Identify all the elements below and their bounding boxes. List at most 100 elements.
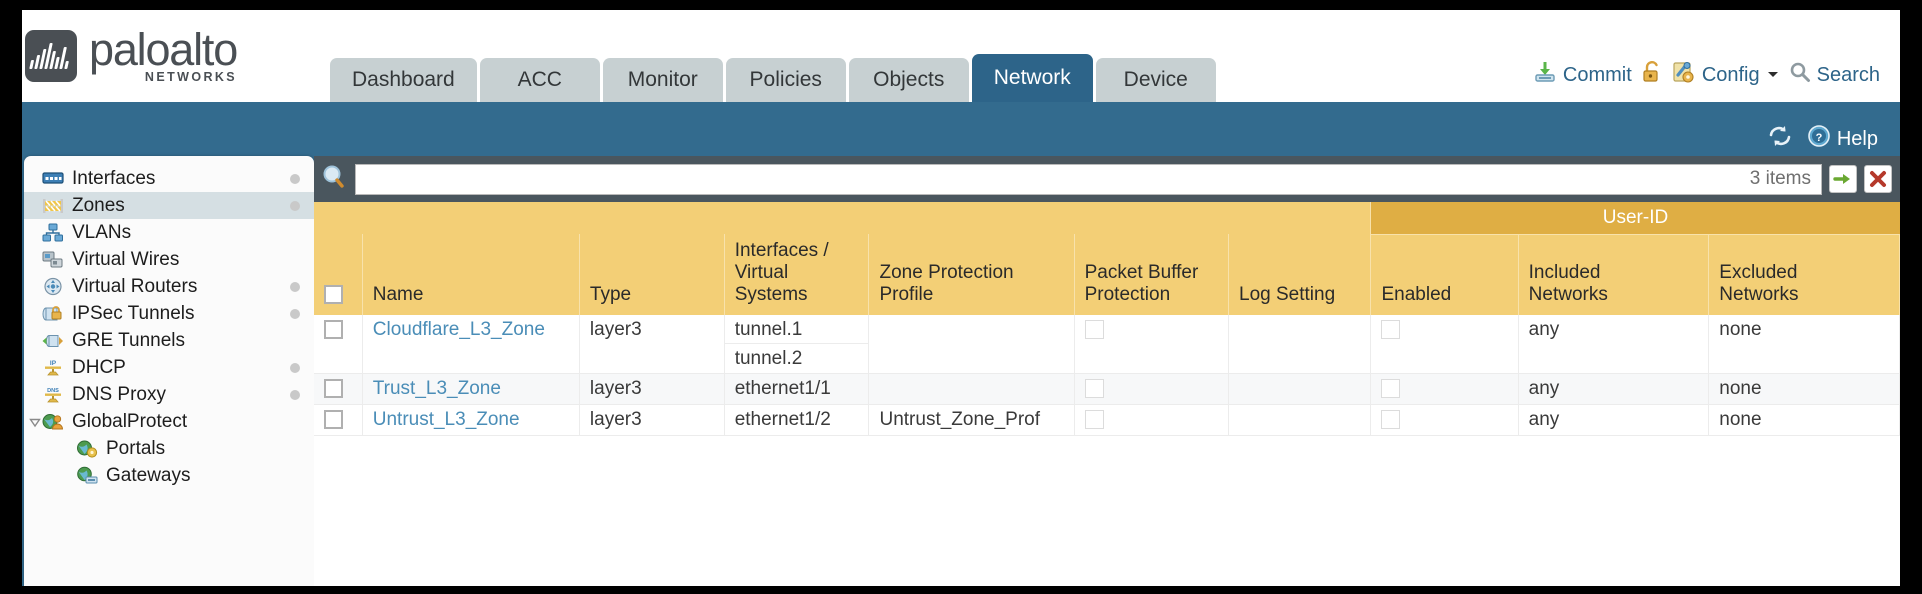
cell-included-networks: any (1518, 373, 1710, 405)
zone-name-link[interactable]: Cloudflare_L3_Zone (372, 319, 545, 340)
packet-buffer-protection-checkbox[interactable] (1084, 410, 1104, 430)
sidebar-item-portals[interactable]: Portals (24, 435, 314, 462)
chevron-down-icon[interactable] (28, 415, 42, 429)
cell-log-setting (1228, 373, 1372, 405)
tab-label: Objects (873, 68, 945, 91)
tab-monitor[interactable]: Monitor (602, 58, 723, 102)
sidebar-item-label: DHCP (72, 356, 126, 378)
lock-button[interactable] (1641, 60, 1663, 90)
ipsec-tunnels-icon (42, 304, 64, 323)
sidebar-item-label: Interfaces (72, 167, 156, 189)
sidebar-item-status-dot (290, 389, 300, 400)
col-header-log-setting[interactable]: Log Setting (1228, 234, 1372, 315)
search-input[interactable]: 3 items (355, 163, 1822, 195)
cell-excluded-networks: none (1708, 373, 1900, 405)
zone-name-link[interactable]: Untrust_L3_Zone (372, 409, 520, 430)
cell-userid-enabled (1370, 404, 1519, 436)
header-actions: Commit (1533, 60, 1880, 90)
vlans-icon (42, 223, 64, 242)
col-header-name[interactable]: Name (362, 234, 580, 315)
cell-zone-protection-profile: Untrust_Zone_Prof (868, 404, 1075, 436)
help-button[interactable]: ? Help (1807, 124, 1878, 154)
gre-tunnels-icon (42, 331, 64, 350)
tab-network[interactable]: Network (971, 54, 1093, 102)
search-icon[interactable] (320, 163, 348, 196)
refresh-button[interactable] (1767, 124, 1793, 154)
sidebar-item-label: Portals (106, 437, 166, 459)
zones-panel: 3 items (314, 156, 1900, 586)
sidebar-item-label: IPSec Tunnels (72, 302, 195, 324)
sidebar-item-globalprotect[interactable]: GlobalProtect (24, 408, 314, 435)
sidebar-item-gre-tunnels[interactable]: GRE Tunnels (24, 327, 314, 354)
packet-buffer-protection-checkbox[interactable] (1084, 320, 1104, 340)
sidebar-item-ipsec-tunnels[interactable]: IPSec Tunnels (24, 300, 314, 327)
group-header-userid: User-ID (1370, 202, 1900, 235)
sidebar-item-label: GRE Tunnels (72, 329, 185, 351)
sidebar-item-gateways[interactable]: Gateways (24, 462, 314, 489)
col-header-enabled[interactable]: Enabled (1370, 234, 1519, 315)
tab-dashboard[interactable]: Dashboard (330, 58, 477, 102)
tab-acc[interactable]: ACC (479, 58, 600, 102)
packet-buffer-protection-checkbox[interactable] (1084, 379, 1104, 399)
cell-userid-enabled (1370, 315, 1519, 374)
sidebar-item-label: Virtual Wires (72, 248, 180, 270)
col-header-type[interactable]: Type (579, 234, 725, 315)
search-button[interactable]: Search (1789, 61, 1880, 89)
apply-filter-button[interactable] (1829, 165, 1857, 193)
tab-objects[interactable]: Objects (848, 58, 969, 102)
row-checkbox[interactable] (324, 379, 343, 399)
row-checkbox[interactable] (324, 410, 343, 430)
sidebar-item-vlans[interactable]: VLANs (24, 219, 314, 246)
userid-enabled-checkbox[interactable] (1381, 410, 1401, 430)
sidebar-item-virtual-wires[interactable]: Virtual Wires (24, 246, 314, 273)
sidebar-item-virtual-routers[interactable]: Virtual Routers (24, 273, 314, 300)
clear-filter-button[interactable] (1864, 165, 1892, 193)
dns-proxy-icon: DNS (42, 385, 64, 404)
cell-name: Untrust_L3_Zone (362, 404, 580, 436)
virtual-routers-icon (42, 277, 64, 296)
zone-name-link[interactable]: Trust_L3_Zone (372, 378, 501, 399)
virtual-wires-icon (42, 250, 64, 269)
tab-device[interactable]: Device (1095, 58, 1216, 102)
cell-excluded-networks: none (1708, 315, 1900, 374)
row-select-cell (314, 404, 363, 436)
select-all-checkbox[interactable] (324, 285, 343, 305)
tab-policies[interactable]: Policies (725, 58, 846, 102)
search-label: Search (1816, 63, 1880, 86)
sidebar-item-zones[interactable]: Zones (24, 192, 314, 219)
item-count: 3 items (1749, 168, 1811, 189)
sidebar-item-label: VLANs (72, 221, 132, 243)
cell-packet-buffer-protection (1074, 315, 1230, 374)
config-icon (1672, 60, 1696, 90)
commit-button[interactable]: Commit (1533, 60, 1632, 90)
sidebar-item-interfaces[interactable]: Interfaces (24, 165, 314, 192)
cell-packet-buffer-protection (1074, 404, 1230, 436)
config-dropdown[interactable]: Config (1672, 60, 1780, 90)
row-checkbox[interactable] (324, 320, 343, 340)
userid-enabled-checkbox[interactable] (1381, 320, 1401, 340)
tab-label: Policies (749, 68, 822, 91)
cell-excluded-networks: none (1708, 404, 1900, 436)
userid-enabled-checkbox[interactable] (1381, 379, 1401, 399)
cell-included-networks: any (1518, 315, 1710, 374)
cell-zone-protection-profile (868, 315, 1075, 374)
svg-text:DNS: DNS (47, 388, 59, 394)
